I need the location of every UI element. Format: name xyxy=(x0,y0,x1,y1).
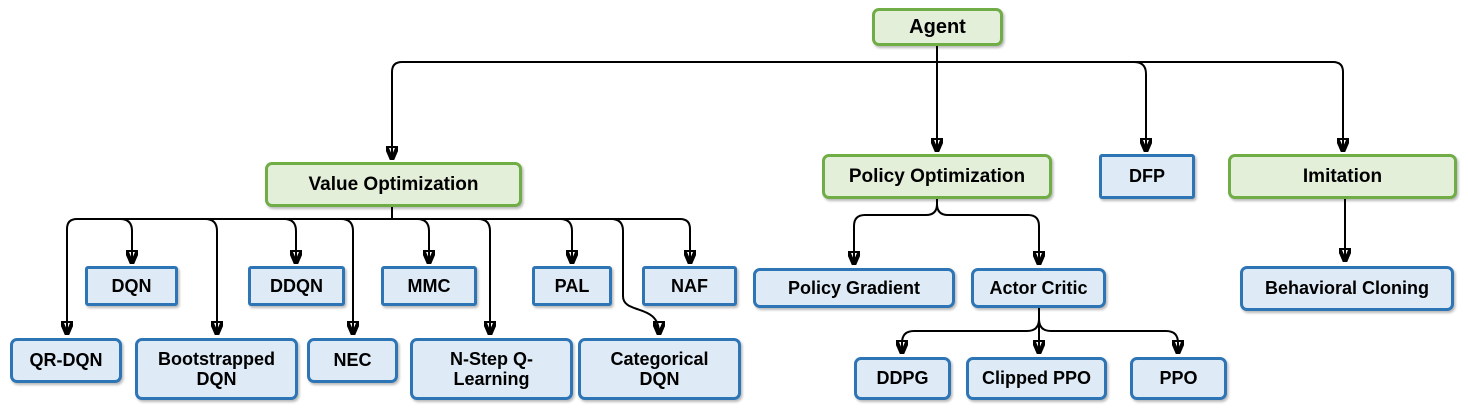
edge-value-optimization-nec xyxy=(340,218,353,333)
node-dqn-label: DQN xyxy=(111,275,152,296)
node-ppo: PPO xyxy=(1130,357,1227,400)
edge-value-optimization-bootstrapped-dqn xyxy=(204,218,217,333)
node-imitation-label: Imitation xyxy=(1302,165,1383,187)
edge-value-optimization-n-step-q-learning xyxy=(477,218,490,333)
node-categorical-dqn: Categorical DQN xyxy=(578,338,741,400)
node-clipped-ppo-label: Clipped PPO xyxy=(981,368,1091,389)
node-value-optimization: Value Optimization xyxy=(265,162,522,207)
edge-value-optimization-mmc xyxy=(416,218,429,262)
edge-value-optimization-categorical-dqn xyxy=(610,218,659,333)
edge-value-optimization-qr-dqn xyxy=(67,218,392,333)
node-imitation: Imitation xyxy=(1228,154,1457,199)
node-qr-dqn-label: QR-DQN xyxy=(29,350,103,371)
node-clipped-ppo: Clipped PPO xyxy=(966,357,1107,400)
node-qr-dqn: QR-DQN xyxy=(10,338,122,383)
edge-agent-dfp xyxy=(1133,61,1146,150)
node-agent-label: Agent xyxy=(909,15,966,38)
edge-value-optimization-ddqn xyxy=(283,218,296,262)
node-naf-label: NAF xyxy=(671,275,708,296)
node-policy-optimization-label: Policy Optimization xyxy=(848,165,1026,187)
node-mmc-label: MMC xyxy=(407,275,451,296)
node-value-optimization-label: Value Optimization xyxy=(308,173,479,195)
edge-actor-critic-ddpg xyxy=(902,308,1040,352)
node-ddqn-label: DDQN xyxy=(270,275,323,296)
node-pal: PAL xyxy=(532,266,612,306)
node-n-step-q-learning-label: N-Step Q-Learning xyxy=(450,348,533,389)
node-ppo-label: PPO xyxy=(1159,368,1198,389)
node-dfp: DFP xyxy=(1099,154,1195,199)
node-ddpg: DDPG xyxy=(854,357,951,400)
edge-agent-imitation xyxy=(937,61,1343,150)
node-policy-optimization: Policy Optimization xyxy=(822,154,1052,199)
edge-policy-optimization-policy-gradient xyxy=(854,198,938,263)
edge-actor-critic-ppo xyxy=(1038,308,1178,352)
node-behavioral-cloning-label: Behavioral Cloning xyxy=(1264,278,1430,299)
node-actor-critic-label: Actor Critic xyxy=(989,277,1088,298)
node-agent: Agent xyxy=(872,8,1003,46)
node-mmc: MMC xyxy=(381,266,477,306)
node-bootstrapped-dqn: Bootstrapped DQN xyxy=(135,338,298,400)
edge-value-optimization-naf xyxy=(392,218,690,262)
node-actor-critic: Actor Critic xyxy=(971,268,1106,308)
node-ddqn: DDQN xyxy=(248,266,345,306)
node-policy-gradient-label: Policy Gradient xyxy=(787,277,921,298)
node-n-step-q-learning: N-Step Q-Learning xyxy=(410,338,573,400)
node-naf: NAF xyxy=(642,266,737,306)
edge-agent-value-optimization xyxy=(392,61,937,158)
node-nec: NEC xyxy=(307,338,398,383)
edge-policy-optimization-actor-critic xyxy=(936,198,1039,263)
edge-value-optimization-dqn xyxy=(119,218,132,262)
node-dfp-label: DFP xyxy=(1129,166,1165,187)
node-ddpg-label: DDPG xyxy=(876,368,929,389)
node-bootstrapped-dqn-label: Bootstrapped DQN xyxy=(158,348,275,389)
node-categorical-dqn-label: Categorical DQN xyxy=(610,348,709,389)
node-nec-label: NEC xyxy=(333,350,372,371)
node-policy-gradient: Policy Gradient xyxy=(753,268,955,308)
node-behavioral-cloning: Behavioral Cloning xyxy=(1240,266,1454,311)
node-pal-label: PAL xyxy=(554,275,590,296)
edge-value-optimization-pal xyxy=(559,218,572,262)
node-dqn: DQN xyxy=(85,266,178,306)
